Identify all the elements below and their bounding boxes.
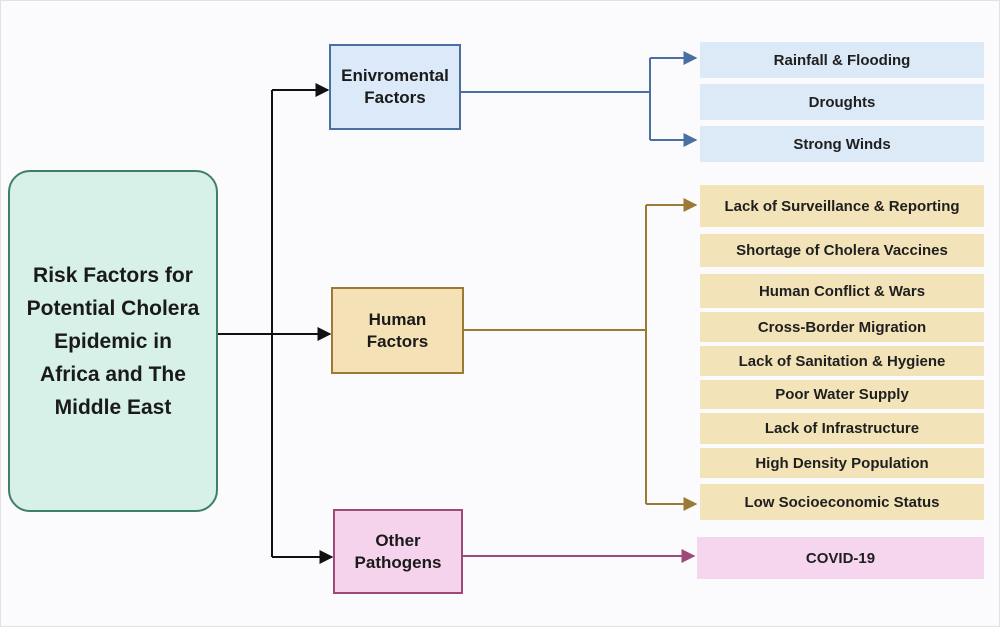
root-line: Risk Factors for: [33, 263, 193, 287]
trunk-connector: [218, 83, 334, 564]
environmental-factors-box: Enivromental Factors: [329, 44, 461, 130]
leaf-surveillance-reporting: Lack of Surveillance & Reporting: [700, 185, 984, 227]
leaf-rainfall-flooding: Rainfall & Flooding: [700, 42, 984, 78]
category-label-line: Other: [375, 530, 421, 550]
category-label-line: Factors: [364, 88, 426, 107]
leaf-cholera-vaccines: Shortage of Cholera Vaccines: [700, 234, 984, 267]
leaf-strong-winds: Strong Winds: [700, 126, 984, 162]
leaf-water-supply: Poor Water Supply: [700, 380, 984, 409]
leaf-density-population: High Density Population: [700, 448, 984, 478]
leaf-droughts: Droughts: [700, 84, 984, 120]
category-label-line: Enivromental: [341, 66, 449, 85]
leaf-infrastructure: Lack of Infrastructure: [700, 413, 984, 444]
human-connector: [464, 198, 698, 511]
root-line: Middle East: [54, 395, 172, 419]
environmental-connector: [461, 51, 698, 147]
other-pathogens-box: Other Pathogens: [333, 509, 463, 594]
leaf-sanitation-hygiene: Lack of Sanitation & Hygiene: [700, 346, 984, 376]
root-line: Potential Cholera: [26, 296, 200, 320]
category-label-line: Pathogens: [354, 552, 442, 572]
leaf-cross-border-migration: Cross-Border Migration: [700, 312, 984, 342]
root-risk-factors-box: Risk Factors for Potential Cholera Epide…: [8, 170, 218, 512]
human-factors-box: Human Factors: [331, 287, 464, 374]
category-label-line: Human: [368, 309, 427, 329]
leaf-covid-19: COVID-19: [697, 537, 984, 579]
category-label-line: Factors: [366, 331, 429, 351]
root-line: Epidemic in: [54, 329, 172, 353]
leaf-conflict-wars: Human Conflict & Wars: [700, 274, 984, 308]
root-line: Africa and The: [40, 362, 186, 386]
leaf-socioeconomic-status: Low Socioeconomic Status: [700, 484, 984, 520]
